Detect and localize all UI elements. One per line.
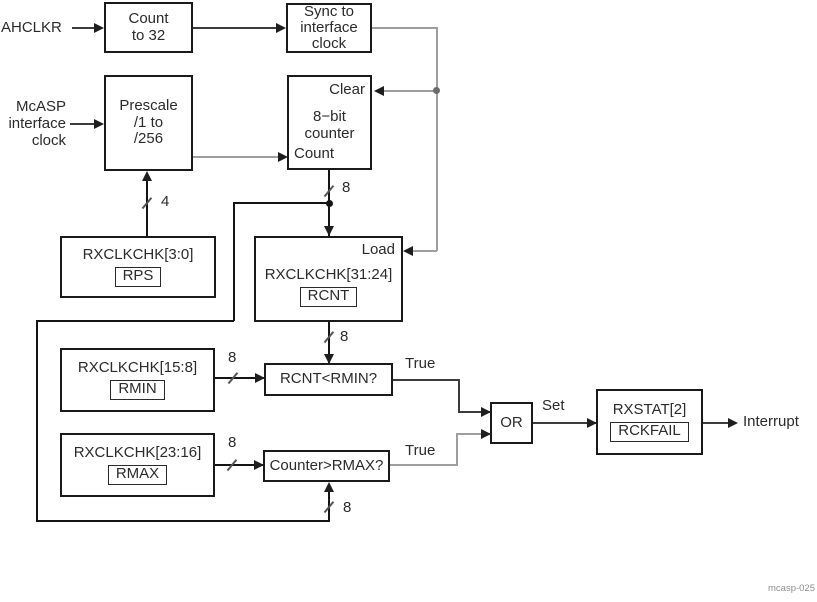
arrowhead-counter-rcnt-icon (324, 226, 334, 236)
bus-width-label-rps: 4 (161, 193, 170, 210)
arrowhead-clear-icon (374, 86, 384, 96)
input-label-mcasp-clock: McASP interface clock (8, 98, 66, 149)
input-label-ahclkr: AHCLKR (1, 19, 62, 36)
bus-rcnt-out (328, 322, 331, 364)
wire-count32-sync (193, 27, 280, 29)
block-rxclkchk-rps: RXCLKCHK[3:0] RPS (60, 236, 216, 298)
wire-sync-feedback-vertical (436, 27, 438, 251)
block-rxclkchk-rmax: RXCLKCHK[23:16] RMAX (60, 433, 215, 497)
rckfail-field: RCKFAIL (610, 422, 689, 442)
arrowhead-count32-sync-icon (276, 23, 286, 33)
wire-prescale-count (193, 156, 282, 158)
block-comparator-rmin: RCNT<RMIN? (264, 363, 393, 396)
bus-width-label-feedback: 8 (343, 499, 352, 516)
arrowhead-mcasp-icon (94, 119, 104, 129)
wire-set (533, 422, 596, 424)
rcnt-load-pin-label: Load (361, 241, 395, 258)
block-8bit-counter: Clear 8−bit counter Count (287, 75, 372, 170)
bus-rps (146, 175, 149, 236)
bus-width-label-rmin: 8 (228, 349, 237, 366)
bus-branch-mid (36, 320, 234, 323)
rmin-field: RMIN (110, 380, 165, 400)
bus-branch-v1 (233, 202, 236, 321)
wire-true-rmin-v (458, 379, 460, 412)
rcnt-field: RCNT (299, 287, 358, 307)
signal-label-true-rmin: True (405, 355, 436, 372)
arrowhead-rmin-icon (255, 373, 265, 383)
bus-width-label-rmax: 8 (228, 434, 237, 451)
wire-mcasp-clock (70, 123, 98, 125)
counter-count-pin-label: Count (294, 145, 335, 163)
rps-register-title: RXCLKCHK[3:0] (82, 246, 194, 264)
block-rcnt: Load RXCLKCHK[31:24] RCNT (254, 236, 403, 322)
bus-rmax (215, 464, 263, 467)
rmin-register-title: RXCLKCHK[15:8] (77, 359, 198, 377)
junction-dot-counter-icon (326, 200, 333, 207)
arrowhead-interrupt-icon (728, 418, 738, 428)
counter-label: 8−bit counter (304, 107, 355, 142)
figure-id-label: mcasp-025 (768, 583, 815, 594)
wire-ahclkr (72, 27, 98, 29)
wire-load-stub (409, 250, 437, 252)
signal-label-set: Set (542, 397, 565, 414)
rmax-register-title: RXCLKCHK[23:16] (73, 444, 202, 462)
arrowhead-count-icon (278, 152, 288, 162)
bus-branch-bottom (36, 520, 330, 523)
block-comparator-rmax: Counter>RMAX? (263, 450, 390, 482)
rps-field: RPS (114, 267, 162, 287)
junction-dot-sync-icon (433, 87, 440, 94)
wire-true-rmax-h (390, 464, 458, 466)
rxstat-register-title: RXSTAT[2] (612, 401, 687, 419)
block-sync-to-interface-clock: Sync to interface clock (286, 3, 372, 53)
arrowhead-feedback-icon (324, 482, 334, 492)
bus-branch-v2 (36, 320, 39, 522)
block-rxstat: RXSTAT[2] RCKFAIL (596, 389, 703, 455)
arrowhead-load-icon (403, 246, 413, 256)
bus-width-label-counter-out: 8 (342, 179, 351, 196)
bus-branch-top (233, 202, 329, 205)
block-rxclkchk-rmin: RXCLKCHK[15:8] RMIN (60, 348, 215, 412)
arrowhead-rmax-icon (254, 460, 264, 470)
bus-width-label-rcnt-out: 8 (340, 328, 349, 345)
arrowhead-rxstat-icon (587, 418, 597, 428)
wire-sync-feedback-top (372, 27, 437, 29)
wire-true-rmax-v (456, 433, 458, 465)
arrowhead-or-top-icon (481, 407, 491, 417)
wire-true-rmin-h (393, 379, 460, 381)
arrowhead-rps-icon (142, 171, 152, 181)
wire-true-rmin-in (458, 411, 490, 413)
rmax-field: RMAX (107, 465, 168, 485)
block-prescale: Prescale /1 to /256 (104, 75, 193, 171)
rcnt-register-title: RXCLKCHK[31:24] (264, 266, 393, 284)
signal-label-true-rmax: True (405, 442, 436, 459)
arrowhead-ahclkr-icon (94, 23, 104, 33)
block-count-to-32: Count to 32 (104, 2, 193, 53)
counter-clear-pin-label: Clear (329, 81, 365, 98)
wire-true-rmax-in (456, 433, 490, 435)
bus-rmin (215, 377, 264, 380)
arrowhead-rcnt-cmp-icon (324, 354, 334, 364)
arrowhead-or-bottom-icon (481, 429, 491, 439)
wire-interrupt (703, 422, 735, 424)
wire-clear-stub (380, 90, 437, 92)
output-label-interrupt: Interrupt (743, 413, 799, 430)
block-or-gate: OR (490, 402, 533, 444)
